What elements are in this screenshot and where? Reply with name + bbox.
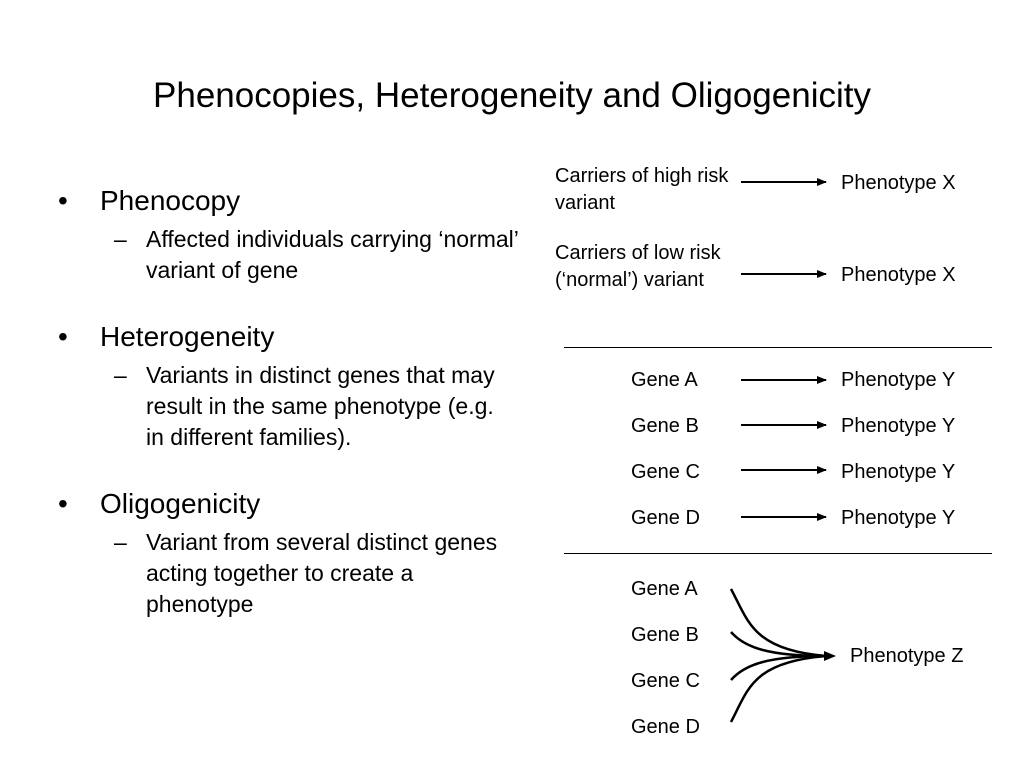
bullet-item-phenocopy: • Phenocopy – Affected individuals carry… [58,182,518,286]
heterogeneity-gene-b-label: Gene B [631,415,699,437]
section-divider-bottom [564,553,992,554]
heterogeneity-phenotype-y-label: Phenotype Y [841,461,956,483]
oligogenicity-gene-c-label: Gene C [631,670,700,692]
sub-bullet-dash: – [114,362,127,388]
heterogeneity-gene-a-label: Gene A [631,369,698,391]
bullet-heading: • Heterogeneity [58,318,518,356]
sub-bullet: – Variants in distinct genes that may re… [58,360,518,453]
oligogenicity-gene-d-label: Gene D [631,716,700,738]
section-divider-top [564,347,992,348]
oligogenicity-gene-a-label: Gene A [631,578,698,600]
bullet-list: • Phenocopy – Affected individuals carry… [58,182,518,652]
heterogeneity-phenotype-y-label: Phenotype Y [841,369,956,391]
bullet-label: Heterogeneity [100,321,275,352]
sub-bullet-text: Variant from several distinct genes acti… [146,529,498,617]
bullet-heading: • Phenocopy [58,182,518,220]
heterogeneity-gene-c-label: Gene C [631,461,700,483]
heterogeneity-phenotype-y-label: Phenotype Y [841,507,956,529]
heterogeneity-phenotype-y-label: Phenotype Y [841,415,956,437]
phenotype-x-label-low: Phenotype X [841,264,956,286]
bullet-label: Oligogenicity [100,488,261,519]
phenotype-z-label: Phenotype Z [850,645,964,667]
sub-bullet-dash: – [114,226,127,252]
high-risk-carriers-label: Carriers of high risk variant [555,165,729,214]
sub-bullet-text: Affected individuals carrying ‘normal’ v… [146,226,519,283]
slide-title: Phenocopies, Heterogeneity and Oligogeni… [153,76,871,115]
sub-bullet: – Variant from several distinct genes ac… [58,527,518,620]
heterogeneity-gene-d-label: Gene D [631,507,700,529]
arrowhead-phenotype-z [824,651,836,661]
bullet-heading: • Oligogenicity [58,485,518,523]
curve-gene-a-to-phenotype-z [729,588,827,658]
bullet-label: Phenocopy [100,185,241,216]
curve-gene-b-to-phenotype-z [730,631,827,658]
bullet-item-oligogenicity: • Oligogenicity – Variant from several d… [58,485,518,620]
curve-gene-c-to-phenotype-z [730,654,827,681]
curve-gene-d-to-phenotype-z [729,654,827,723]
low-risk-carriers-label: Carriers of low risk (‘normal’) variant [555,242,721,291]
sub-bullet-text: Variants in distinct genes that may resu… [146,362,495,450]
oligogenicity-gene-b-label: Gene B [631,624,699,646]
bullet-dot: • [58,488,68,519]
phenotype-x-label-high: Phenotype X [841,172,956,194]
bullet-dot: • [58,185,68,216]
bullet-item-heterogeneity: • Heterogeneity – Variants in distinct g… [58,318,518,453]
sub-bullet-dash: – [114,529,127,555]
sub-bullet: – Affected individuals carrying ‘normal’… [58,224,518,286]
bullet-dot: • [58,321,68,352]
